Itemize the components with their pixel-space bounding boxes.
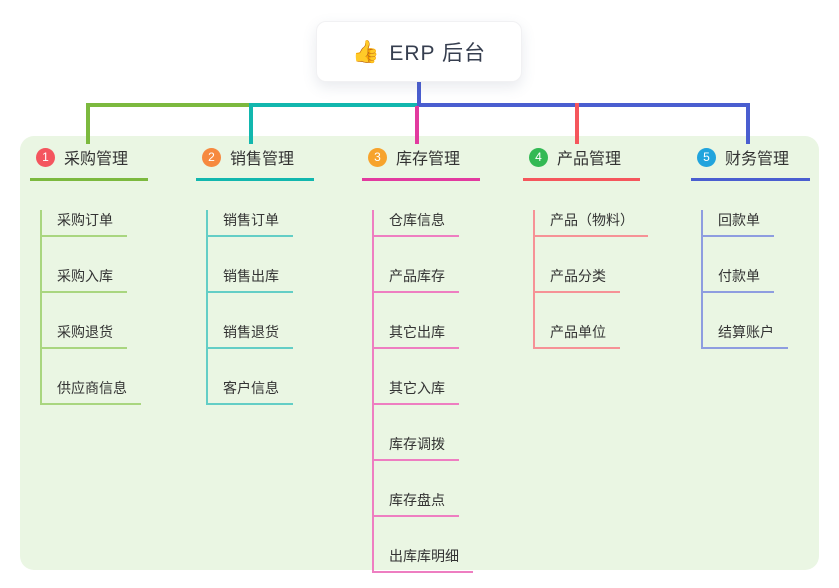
child-node[interactable]: 回款单 (703, 210, 774, 237)
child-node[interactable]: 产品分类 (535, 266, 620, 293)
branch-finance: 5 财务管理 回款单付款单结算账户 (691, 145, 810, 349)
child-node[interactable]: 销售出库 (208, 266, 293, 293)
branch-sales: 2 销售管理 销售订单销售出库销售退货客户信息 (196, 145, 314, 405)
branch-product: 4 产品管理 产品（物料） 产品分类产品单位 (523, 145, 648, 349)
branch-purchase: 1 采购管理 采购订单采购入库采购退货供应商信息 (30, 145, 148, 405)
branch-children-product: 产品（物料） 产品分类产品单位 (533, 210, 648, 349)
branch-children-inventory: 仓库信息产品库存其它出库其它入库库存调拨库存盘点出库库明细 (372, 210, 480, 573)
connector-drop-branch3 (415, 106, 419, 144)
branch-title: 销售管理 (230, 151, 295, 168)
branch-children-sales: 销售订单销售出库销售退货客户信息 (206, 210, 314, 405)
badge-number-1: 1 (36, 147, 55, 167)
child-node[interactable]: 库存调拨 (374, 434, 459, 461)
root-node[interactable]: 👍 ERP 后台 (316, 21, 522, 82)
child-node[interactable]: 采购退货 (42, 322, 127, 349)
child-node[interactable]: 仓库信息 (374, 210, 459, 237)
connector-bus-right (417, 103, 750, 107)
child-node[interactable]: 客户信息 (208, 378, 293, 405)
child-node[interactable]: 产品单位 (535, 322, 620, 349)
branch-title: 产品管理 (557, 151, 622, 168)
child-node[interactable]: 销售订单 (208, 210, 293, 237)
connector-root-drop (417, 82, 421, 107)
branch-heading-inventory[interactable]: 3 库存管理 (362, 145, 480, 181)
connector-drop-branch4 (575, 103, 579, 144)
child-node[interactable]: 出库库明细 (374, 546, 473, 573)
branch-title: 财务管理 (725, 151, 790, 168)
badge-number-2: 2 (202, 147, 221, 167)
child-node[interactable]: 结算账户 (703, 322, 788, 349)
child-node[interactable]: 采购入库 (42, 266, 127, 293)
root-label: ERP 后台 (389, 41, 487, 65)
branch-heading-sales[interactable]: 2 销售管理 (196, 145, 314, 181)
thumbs-up-icon: 👍 (351, 38, 380, 64)
child-node[interactable]: 库存盘点 (374, 490, 459, 517)
child-node[interactable]: 销售退货 (208, 322, 293, 349)
connector-bus-left (86, 103, 253, 107)
badge-number-3: 3 (368, 147, 387, 167)
child-node[interactable]: 付款单 (703, 266, 774, 293)
child-node[interactable]: 产品库存 (374, 266, 459, 293)
connector-bus-mid (251, 103, 419, 107)
branches-panel (20, 136, 819, 570)
connector-drop-branch5 (746, 103, 750, 144)
connector-drop-branch2 (249, 103, 253, 144)
branch-heading-product[interactable]: 4 产品管理 (523, 145, 640, 181)
child-node[interactable]: 产品（物料） (535, 210, 648, 237)
branch-title: 库存管理 (396, 151, 461, 168)
branch-children-purchase: 采购订单采购入库采购退货供应商信息 (40, 210, 148, 405)
child-node[interactable]: 供应商信息 (42, 378, 141, 405)
branch-heading-finance[interactable]: 5 财务管理 (691, 145, 810, 181)
branch-title: 采购管理 (64, 151, 129, 168)
badge-number-4: 4 (529, 147, 548, 167)
child-node[interactable]: 其它入库 (374, 378, 459, 405)
child-node[interactable]: 其它出库 (374, 322, 459, 349)
child-node[interactable]: 采购订单 (42, 210, 127, 237)
badge-number-5: 5 (697, 147, 716, 167)
connector-drop-branch1 (86, 103, 90, 144)
branch-children-finance: 回款单付款单结算账户 (701, 210, 810, 349)
branch-inventory: 3 库存管理 仓库信息产品库存其它出库其它入库库存调拨库存盘点出库库明细 (362, 145, 480, 573)
branch-heading-purchase[interactable]: 1 采购管理 (30, 145, 148, 181)
